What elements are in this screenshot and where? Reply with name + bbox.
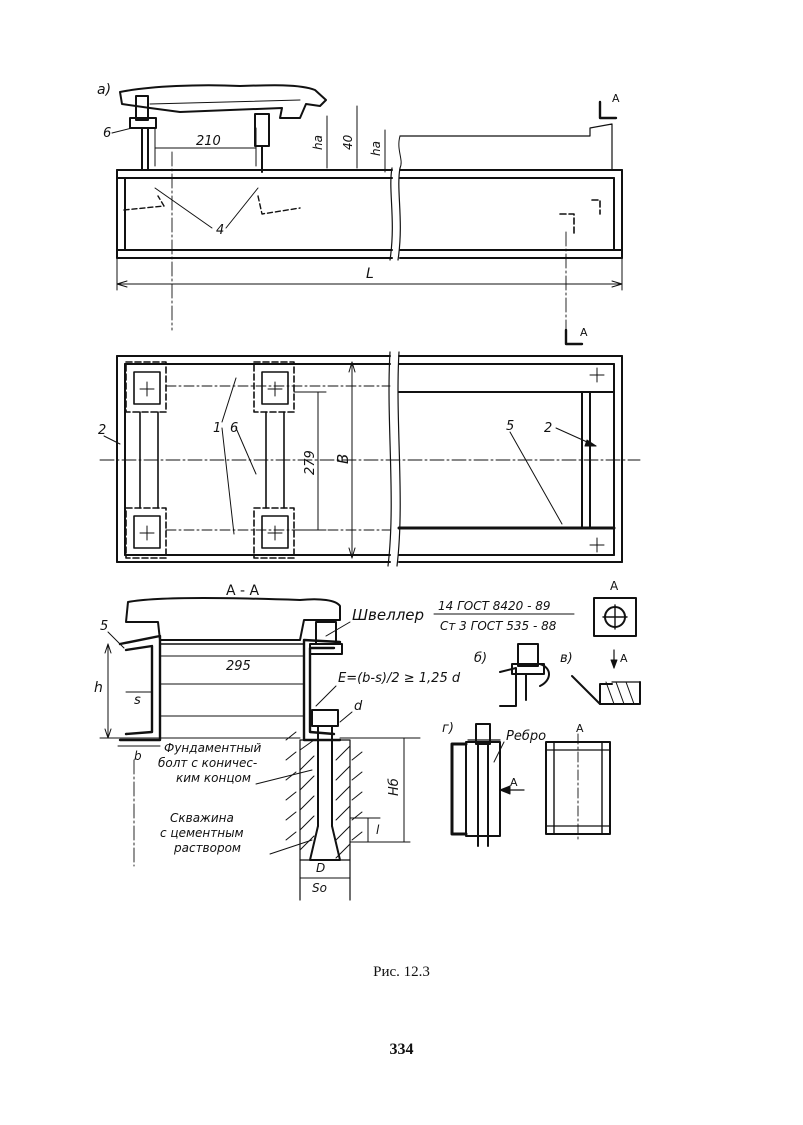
- view-a-label: а): [97, 82, 111, 98]
- detail-v-mark: А: [620, 652, 628, 665]
- dim-40: 40: [341, 134, 355, 150]
- dim-h: h: [94, 680, 103, 696]
- anchor-bolt-right: [255, 114, 269, 172]
- dim-295: 295: [226, 659, 251, 674]
- detail-g-label: г): [442, 721, 454, 736]
- dim-So: Sо: [312, 881, 327, 895]
- section-title: А - А: [226, 583, 260, 599]
- dim-L: L: [366, 266, 374, 282]
- frame-plan-outline: [117, 352, 622, 566]
- dim-d: d: [354, 699, 363, 714]
- detail-v: [572, 650, 640, 704]
- rib-label: Ребро: [506, 729, 546, 744]
- well-label-1: Скважина: [170, 811, 234, 825]
- dim-B: B: [334, 454, 352, 464]
- plan-callout-2: 2: [98, 423, 106, 438]
- rib-view-mark: А: [576, 722, 584, 735]
- detail-b-label: б): [474, 651, 487, 666]
- formula-e: E=(b-s)/2 ≥ 1,25 d: [338, 671, 461, 686]
- plan-callout-1: 1: [213, 421, 221, 436]
- section-mark-a-top: А: [612, 92, 620, 105]
- view-a-mark: А: [610, 579, 619, 593]
- dim-l: l: [376, 823, 380, 837]
- page-number: 334: [0, 1041, 803, 1059]
- gost-bottom: Ст 3 ГОСТ 535 - 88: [440, 619, 557, 633]
- dim-ha-2: hа: [369, 141, 383, 156]
- figure-caption: Рис. 12.3: [0, 964, 803, 981]
- dim-H6: Нб: [387, 778, 402, 796]
- detail-b: [500, 644, 549, 706]
- detail-g: [452, 724, 500, 846]
- plan-callout-6: 6: [230, 421, 238, 436]
- detail-g-mark: А: [510, 776, 518, 789]
- well-label-3: раствором: [173, 841, 241, 855]
- section-a-a: А - А 5 295 h s b Швеллер: [94, 583, 574, 900]
- channel-spec: Швеллер: [352, 606, 424, 624]
- bolt-label: Фундаментный болт с коничес- ким концом: [158, 741, 312, 785]
- plan-view: 279 B 2 1 6 5 2: [98, 352, 640, 566]
- dim-b: b: [134, 749, 142, 763]
- bolt-label-3: ким концом: [176, 771, 251, 785]
- dim-ha: hа: [311, 135, 325, 150]
- dim-210: 210: [196, 134, 221, 149]
- bolt-label-1: Фундаментный: [164, 741, 262, 755]
- section-mark-a-bottom: А: [580, 326, 588, 339]
- channel-left: [120, 636, 160, 740]
- callout-6: 6: [103, 126, 111, 141]
- dim-279: 279: [303, 450, 318, 475]
- callout-4: 4: [216, 223, 224, 238]
- dim-D: D: [316, 861, 325, 875]
- gost-top: 14 ГОСТ 8420 - 89: [438, 599, 551, 613]
- section-callout-5: 5: [100, 619, 108, 634]
- view-a-elevation: а) 6 210 hа 40 hа: [97, 82, 622, 344]
- bolt-label-2: болт с коничес-: [158, 756, 257, 770]
- well-label-2: с цементным: [160, 826, 244, 840]
- dim-s: s: [134, 693, 141, 708]
- plan-callout-2b: 2: [544, 421, 552, 436]
- detail-v-label: в): [560, 651, 573, 666]
- rib-view: [546, 734, 610, 842]
